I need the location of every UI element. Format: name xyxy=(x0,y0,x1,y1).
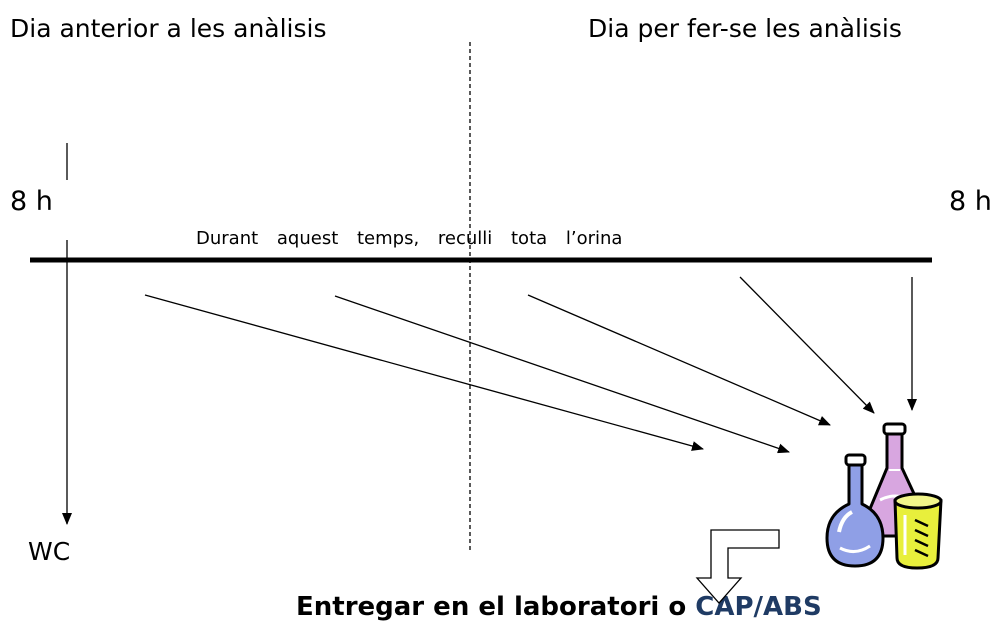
end-time-label: 8 h xyxy=(949,186,992,217)
delivery-prefix: Entregar en el laboratori o xyxy=(296,592,696,622)
test-day-label: Dia per fer-se les anàlisis xyxy=(588,14,902,43)
outline-arrow-icon xyxy=(695,529,780,604)
delivery-instruction: Entregar en el laboratori o CAP/ABS xyxy=(296,592,822,622)
collection-arrow xyxy=(739,276,875,414)
collection-arrow xyxy=(527,294,831,426)
collection-arrow xyxy=(144,294,704,451)
collection-arrow xyxy=(334,295,790,454)
toilet-label: WC xyxy=(28,537,71,566)
collection-note: Durant aquest temps, reculli tota l’orin… xyxy=(196,228,623,249)
start-time-label: 8 h xyxy=(10,186,53,217)
previous-day-label: Dia anterior a les anàlisis xyxy=(10,14,327,43)
lab-flasks-icon xyxy=(825,422,943,570)
